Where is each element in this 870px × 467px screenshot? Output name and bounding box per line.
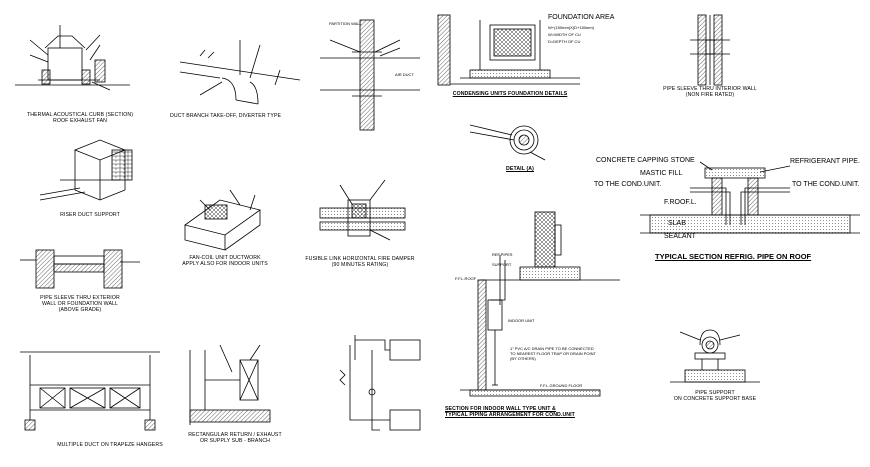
to-cond-left-label: TO THE COND.UNIT. xyxy=(594,181,662,188)
note-line: 1" PVC A/C DRAIN PIPE TO BE CONNECTED xyxy=(510,346,594,351)
air-duct-label: AIR DUCT xyxy=(395,72,414,77)
foundation-drawing xyxy=(437,14,580,86)
f-roof-label: F.ROOF.L. xyxy=(664,199,697,206)
support-label: SUPPORT xyxy=(492,262,512,267)
caption-line: (ABOVE GRADE) xyxy=(58,307,102,313)
formula-line: D=DEPTH OF CU xyxy=(548,39,581,44)
formula-line: W=WIDTH OF CU xyxy=(548,32,581,37)
caption-line: (NON FIRE RATED) xyxy=(685,92,735,98)
caption-line: APPLY ALSO FOR INDOOR UNITS xyxy=(182,261,268,267)
caption-line: RECTANGULAR RETURN / EXHAUST xyxy=(188,432,282,438)
caption-line: PIPE SUPPORT xyxy=(695,390,735,396)
note-line: TO NEAREST FLOOR TRAP OR DRAIN POINT xyxy=(510,351,596,356)
thermal-curb-drawing xyxy=(15,25,130,91)
ffl-roof-label: F.F.L.ROOF xyxy=(455,276,477,281)
drain-note: 1" PVC A/C DRAIN PIPE TO BE CONNECTED TO… xyxy=(510,346,596,361)
ref-pipes-label: REF.PIPES xyxy=(492,252,513,257)
caption-line: ROOF EXHAUST FAN xyxy=(53,118,107,124)
caption-line: OR SUPPLY SUB - BRANCH xyxy=(199,438,271,444)
roof-section-drawing xyxy=(640,161,860,234)
caption-line: WALL OR FOUNDATION WALL xyxy=(42,301,118,307)
pipe-sleeve-exterior-caption: PIPE SLEEVE THRU EXTERIOR WALL OR FOUNDA… xyxy=(35,295,125,313)
caption-line: FUSIBLE LINK HORIZONTAL FIRE DAMPER xyxy=(305,256,415,262)
foundation-area-title: FOUNDATION AREA xyxy=(548,14,615,21)
fusible-link-caption: FUSIBLE LINK HORIZONTAL FIRE DAMPER (90 … xyxy=(305,256,415,268)
caption-line: THERMAL ACOUSTICAL CURB (SECTION) xyxy=(26,112,134,118)
caption-line: (90 MINUTES RATING) xyxy=(331,262,389,268)
indoor-wall-title: SECTION FOR INDOOR WALL TYPE UNIT & TYPI… xyxy=(445,406,585,418)
sealant-label: SEALANT xyxy=(664,233,696,240)
formula-line: W+(150mm)X(D+150mm) xyxy=(548,25,595,30)
duct-branch-drawing xyxy=(179,40,301,105)
caption-line: ON CONCRETE SUPPORT BASE xyxy=(673,396,757,402)
thermal-curb-caption: THERMAL ACOUSTICAL CURB (SECTION) ROOF E… xyxy=(20,112,140,124)
condensing-units-caption: CONDENSING UNITS FOUNDATION DETAILS xyxy=(452,91,568,97)
title-line: TYPICAL PIPING ARRANGEMENT FOR COND.UNIT xyxy=(445,412,575,418)
pipe-sleeve-interior-drawing xyxy=(690,14,730,86)
detail-a-drawing xyxy=(469,124,546,161)
refrigerant-pipe-label: REFRIGERANT PIPE. xyxy=(790,158,860,165)
mastic-fill-label: MASTIC FILL xyxy=(640,170,683,177)
fan-coil-caption: FAN-COIL UNIT DUCTWORK APPLY ALSO FOR IN… xyxy=(180,255,270,267)
indoor-wall-drawing xyxy=(460,211,620,397)
multiple-duct-drawing xyxy=(20,351,160,431)
riser-duct-caption: RISER DUCT SUPPORT xyxy=(60,212,120,218)
detail-a-caption: DETAIL (A) xyxy=(506,166,534,172)
roof-section-title: TYPICAL SECTION REFRIG. PIPE ON ROOF xyxy=(655,252,812,261)
partition-wall-label: PARTITION WALL xyxy=(329,21,362,26)
concrete-capping-label: CONCRETE CAPPING STONE xyxy=(596,157,695,164)
partition-wall-drawing xyxy=(320,19,420,131)
caption-line: PIPE SLEEVE THRU INTERIOR WALL xyxy=(663,86,757,92)
fusible-link-drawing xyxy=(319,179,406,241)
rectangular-return-drawing xyxy=(189,344,271,425)
fan-coil-drawing xyxy=(184,189,261,251)
pipe-sleeve-interior-caption: PIPE SLEEVE THRU INTERIOR WALL (NON FIRE… xyxy=(660,86,760,98)
title-line: SECTION FOR INDOOR WALL TYPE UNIT & xyxy=(445,406,556,412)
pipe-support-drawing xyxy=(670,329,760,383)
slab-label: SLAB xyxy=(668,220,686,227)
caption-line: FAN-COIL UNIT DUCTWORK xyxy=(189,255,261,261)
foundation-formula: W+(150mm)X(D+150mm) W=WIDTH OF CU D=DEPT… xyxy=(548,24,594,45)
multiple-duct-caption: MULTIPLE DUCT ON TRAPEZE HANGERS xyxy=(57,442,163,448)
indoor-unit-label: INDOOR UNIT xyxy=(508,318,535,323)
pipe-sleeve-exterior-drawing xyxy=(20,249,140,289)
piping-schematic-drawing xyxy=(339,335,421,431)
caption-line: PIPE SLEEVE THRU EXTERIOR xyxy=(40,295,120,301)
ffl-ground-label: F.F.L.GROUND FLOOR xyxy=(540,383,583,388)
to-cond-right-label: TO THE COND.UNIT. xyxy=(792,181,860,188)
rectangular-return-caption: RECTANGULAR RETURN / EXHAUST OR SUPPLY S… xyxy=(185,432,285,444)
riser-duct-drawing xyxy=(39,139,133,201)
pipe-support-caption: PIPE SUPPORT ON CONCRETE SUPPORT BASE xyxy=(665,390,765,402)
duct-branch-caption: DUCT BRANCH TAKE-OFF, DIVERTER TYPE xyxy=(170,113,282,119)
note-line: (BY OTHERS) xyxy=(510,356,536,361)
